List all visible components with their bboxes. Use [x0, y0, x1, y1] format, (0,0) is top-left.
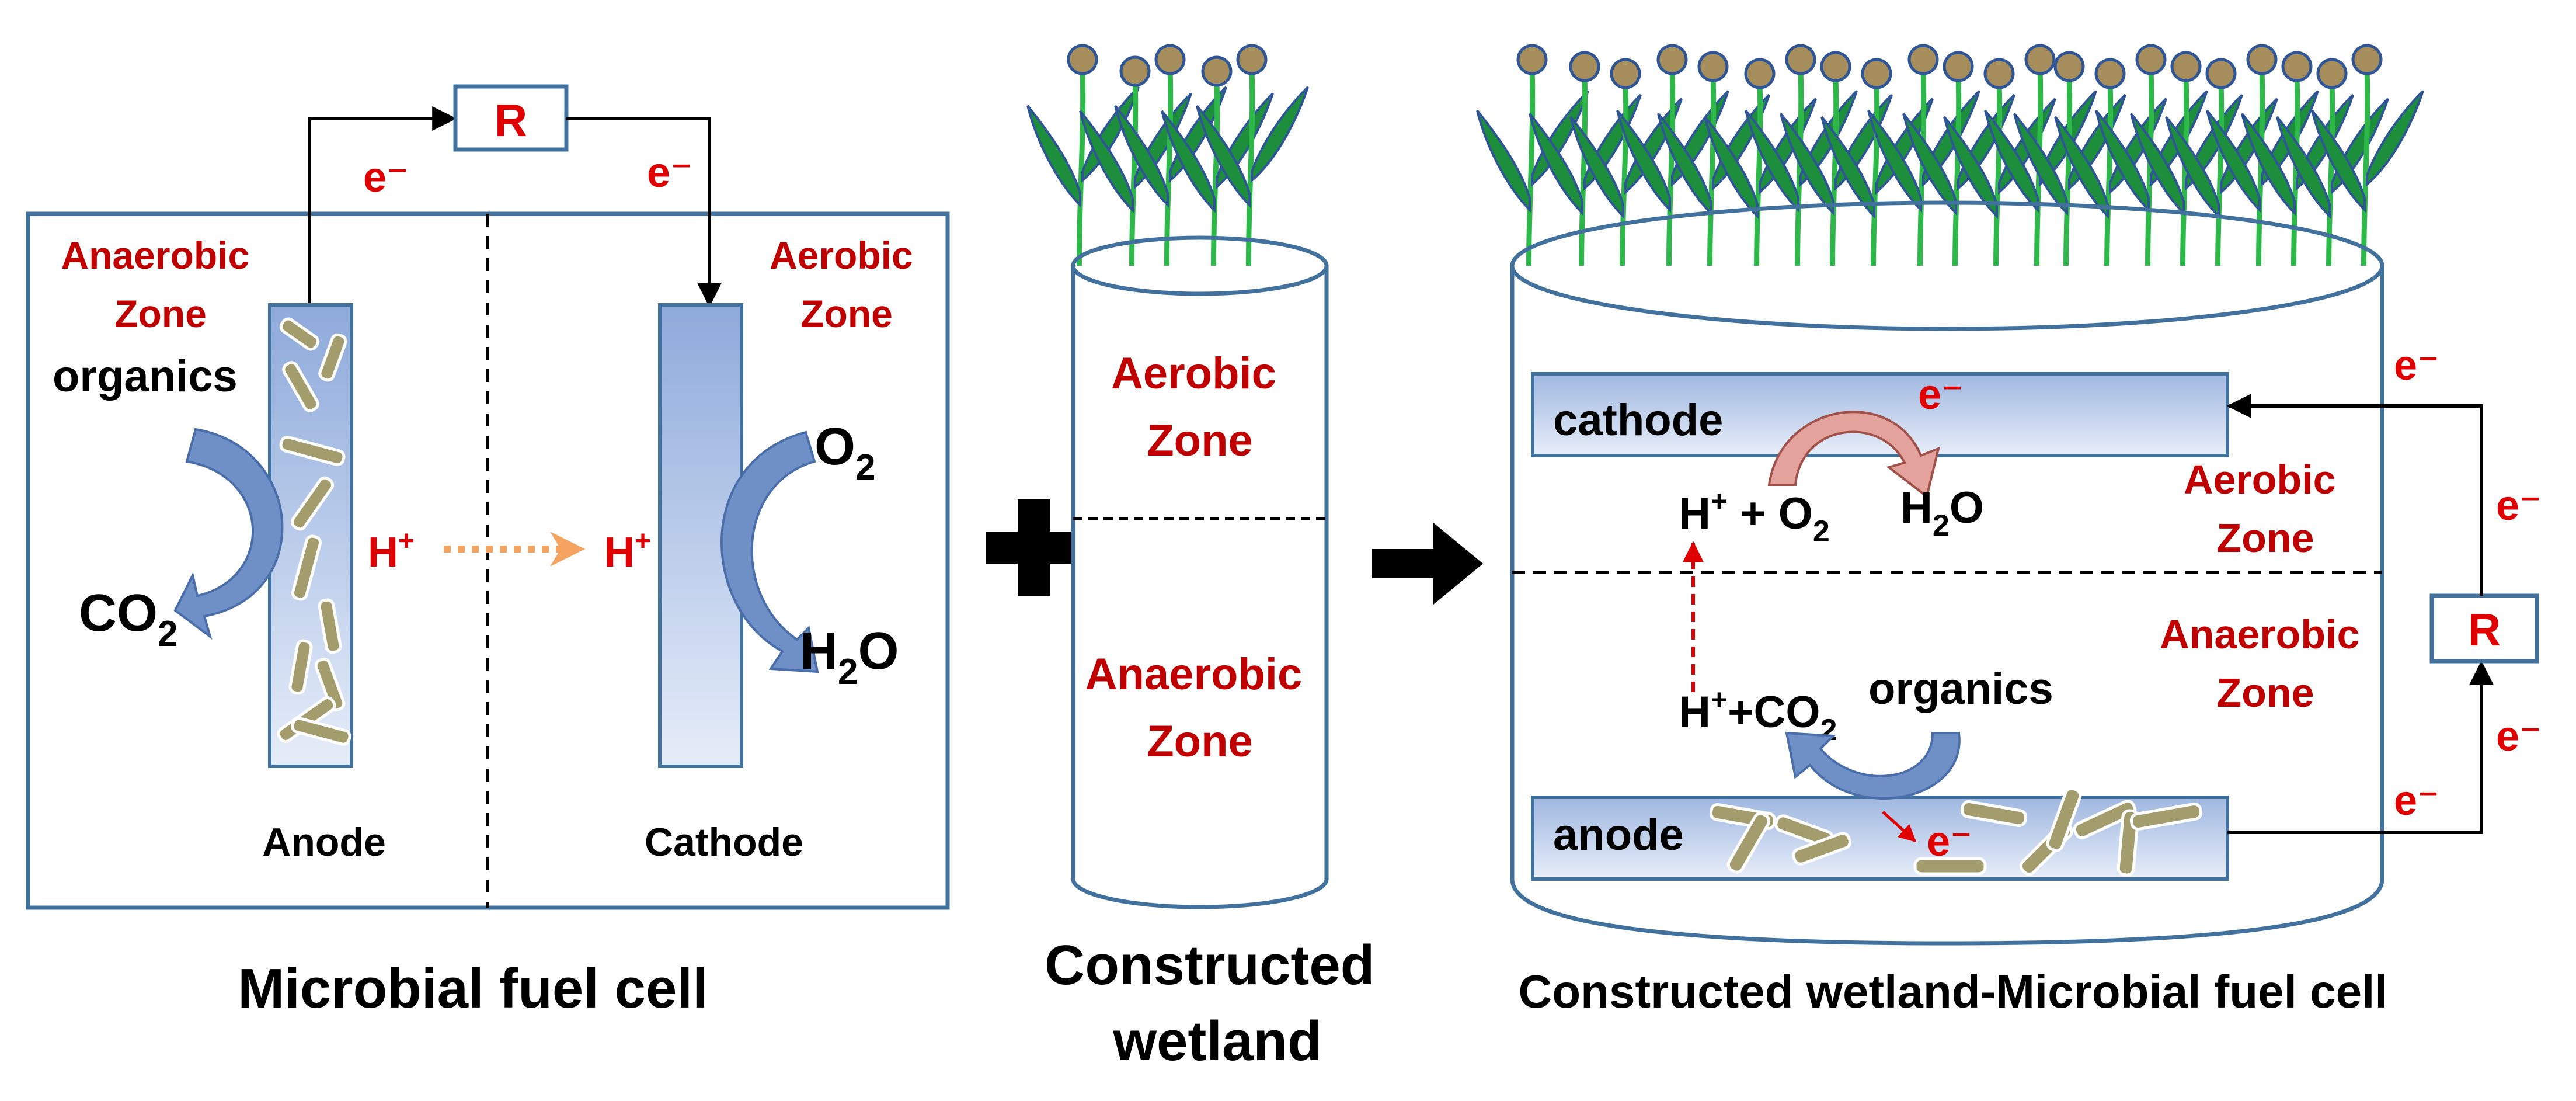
cwmfc-anaerobic-zone-label: Anaerobic Zone — [2160, 612, 2371, 716]
mfc-proton-left: H+ — [368, 526, 415, 576]
mfc-wire-cathode — [566, 117, 722, 308]
mfc-anode-label: Anode — [262, 820, 386, 864]
plant — [1196, 44, 1309, 316]
cwmfc-cathode-label: cathode — [1553, 395, 1723, 445]
cwmfc-electron-out-2: e⁻ — [2496, 482, 2542, 529]
mfc-h2o-label: H2O — [800, 622, 899, 692]
cw-anaerobic-zone-label: Anaerobic Zone — [1085, 650, 1315, 766]
plus-sign — [986, 499, 1082, 596]
mfc-panel: R e⁻ e⁻ Anaerobic Zone Aerobic Zone — [26, 84, 950, 1020]
mfc-co2-label: CO2 — [79, 584, 177, 654]
cwmfc-h-co2-label: H++CO2 — [1679, 683, 1837, 747]
plant — [2311, 44, 2424, 325]
cwmfc-anode-bacteria — [1709, 787, 2203, 877]
cwmfc-cathode-arc-arrow — [1767, 411, 1940, 499]
mfc-resistor — [453, 84, 569, 152]
plant — [1984, 44, 2097, 325]
mfc-proton-right: H+ — [604, 526, 651, 576]
transition-arrow — [1372, 523, 1483, 605]
mfc-anaerobic-zone-label: Anaerobic Zone — [61, 234, 260, 335]
mfc-oxidation-arrow — [173, 428, 284, 640]
cwmfc-resistor-label: R — [2468, 604, 2501, 655]
mfc-electron-left: e⁻ — [363, 154, 409, 201]
cwmfc-anode-electron-arrow — [1882, 811, 1917, 843]
cwmfc-wire-out — [2227, 660, 2494, 834]
mfc-electron-right: e⁻ — [647, 150, 692, 196]
cwmfc-tank-top — [1510, 200, 2384, 331]
mfc-cathode-label: Cathode — [645, 820, 803, 864]
mfc-aerobic-zone-label: Aerobic Zone — [770, 234, 924, 335]
mfc-o2-label: O2 — [814, 418, 876, 488]
cw-cylinder-top — [1071, 235, 1329, 296]
cwmfc-aerobic-zone-label: Aerobic Zone — [2184, 457, 2347, 561]
mfc-reduction-arrow — [720, 430, 819, 673]
cwmfc-wire-in — [2226, 394, 2483, 596]
plant — [1161, 55, 1274, 316]
mfc-organics-label: organics — [53, 352, 238, 401]
cwmfc-electron-out-1: e⁻ — [2394, 342, 2439, 389]
cwmfc-cathode-electrode — [1531, 372, 2229, 457]
cw-aerobic-zone-label: Aerobic Zone — [1111, 349, 1289, 466]
mfc-caption: Microbial fuel cell — [238, 957, 708, 1020]
cwmfc-cathode-electron: e⁻ — [1918, 371, 1964, 418]
cwmfc-electron-out-4: e⁻ — [2394, 777, 2439, 824]
cw-cylinder-body — [1071, 266, 1329, 909]
cwmfc-anode-electron: e⁻ — [1927, 818, 1972, 865]
cwmfc-anode-arc-arrow — [1785, 731, 1961, 800]
cwmfc-electron-out-3: e⁻ — [2496, 713, 2542, 760]
mfc-resistor-label: R — [495, 95, 527, 146]
cwmfc-panel: cathode e⁻ H+ + O2 H2O Aerobic Zone Anae… — [1476, 44, 2542, 1017]
cwmfc-h2o-label: H2O — [1900, 483, 1984, 543]
cw-plants — [1026, 44, 1309, 316]
cwmfc-resistor — [2429, 593, 2539, 664]
cwmfc-h-o2-label: H+ + O2 — [1679, 485, 1830, 548]
cwmfc-caption: Constructed wetland-Microbial fuel cell — [1518, 965, 2387, 1017]
mfc-wire-anode — [308, 106, 457, 304]
cw-panel: Aerobic Zone Anaerobic Zone Constructed … — [1026, 44, 1390, 1072]
mfc-anode-bacteria — [277, 317, 351, 746]
cwmfc-anode-label: anode — [1553, 810, 1684, 860]
cwmfc-organics-label: organics — [1868, 664, 2053, 714]
cw-caption: Constructed wetland — [1045, 934, 1390, 1072]
